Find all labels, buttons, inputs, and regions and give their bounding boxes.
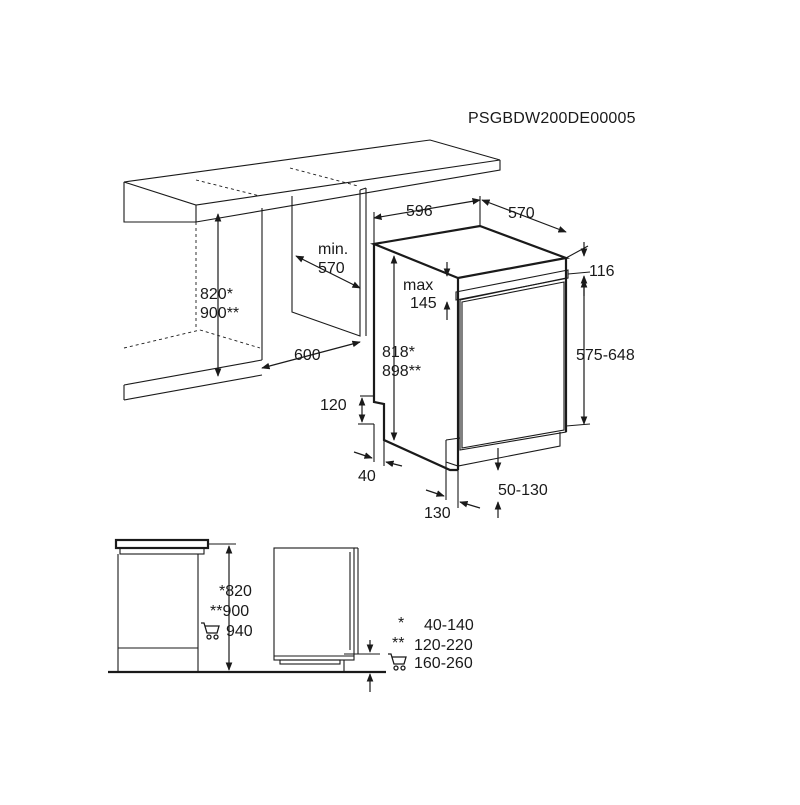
drawing-code: PSGBDW200DE00005	[468, 110, 636, 127]
legend-value-1: 40-140	[424, 617, 474, 634]
dim-width: 596	[373, 196, 481, 244]
appliance-height-2: 898**	[382, 363, 421, 380]
dim-niche-depth: min. 570	[295, 241, 361, 289]
niche-width: 600	[294, 347, 321, 364]
top-gap-label: 116	[589, 263, 615, 280]
dim-niche-height: 820* 900**	[200, 213, 239, 377]
niche-height-2: 900**	[200, 305, 239, 322]
niche-min-label: min.	[318, 241, 348, 258]
feet-adjust-label: 50-130	[498, 482, 548, 499]
depth-label: 570	[508, 205, 535, 222]
side-section-height: *820 **900 940	[201, 543, 253, 671]
dim-niche-width: 600	[261, 340, 361, 370]
dim-plinth-height: 120	[320, 395, 374, 425]
lower-height-1: *820	[219, 583, 252, 600]
door-height-label: 575-648	[576, 347, 635, 364]
legend-cart-icon	[388, 653, 407, 671]
side-section-dishwasher	[273, 547, 380, 672]
legend-value-2: 120-220	[414, 637, 473, 654]
door-max-value: 145	[410, 295, 437, 312]
plinth-recess-label: 130	[424, 505, 451, 522]
plinth-height-label: 120	[320, 397, 347, 414]
side-section-cabinet	[108, 538, 386, 674]
legend: * 40-140 ** 120-220 160-260	[388, 615, 474, 672]
cart-icon	[201, 622, 220, 640]
dim-depth: 570	[481, 199, 589, 259]
left-cabinet	[123, 208, 263, 401]
dim-plinth-depth: 40	[353, 424, 403, 485]
niche-min-value: 570	[318, 260, 345, 277]
plinth-depth-label: 40	[358, 468, 376, 485]
appliance-height-1: 818*	[382, 344, 415, 361]
dim-appliance-height: 818* 898**	[382, 255, 421, 441]
worktop	[123, 139, 501, 223]
hidden-lines	[123, 167, 359, 349]
legend-mark-1: *	[398, 615, 404, 632]
legend-mark-2: **	[392, 635, 404, 652]
dishwasher	[369, 224, 571, 472]
width-label: 596	[406, 203, 433, 220]
dim-door-height: 575-648	[565, 271, 635, 427]
lower-height-2: **900	[210, 603, 249, 620]
niche-height-1: 820*	[200, 286, 233, 303]
door-max-label: max	[403, 277, 433, 294]
legend-value-3: 160-260	[414, 655, 473, 672]
dim-plinth-recess: 130	[424, 462, 481, 522]
dim-feet: 50-130	[457, 448, 548, 518]
dim-door-max: max 145	[403, 262, 451, 320]
dim-top-gap: 116	[580, 242, 615, 296]
lower-height-3: 940	[226, 623, 253, 640]
